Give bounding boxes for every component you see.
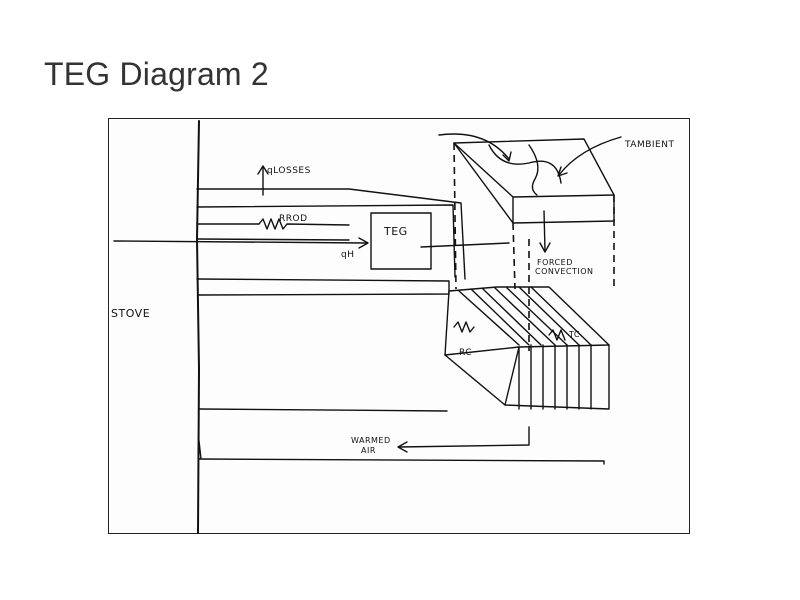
label-air: AIR	[361, 446, 376, 455]
ambient-swirl-2	[528, 144, 539, 196]
ambient-inflow-arrowhead	[502, 151, 512, 162]
q-h-arrowhead	[358, 237, 369, 249]
warmed-air-arrow	[398, 426, 530, 448]
label-warmed: WARMED	[351, 436, 391, 445]
t-ambient-pointer-head	[557, 166, 568, 177]
diagram-canvas: qLOSSES RROD TEG qH TAMBIENT FORCED CONV…	[111, 120, 674, 534]
fin-block-top	[444, 286, 610, 356]
ambient-inflow-arrow	[438, 133, 510, 160]
duct-dash-mid-left	[512, 222, 516, 290]
slide-title: TEG Diagram 2	[44, 56, 269, 92]
rail-bottom	[198, 440, 605, 465]
label-forced: FORCED	[537, 258, 573, 267]
r-c-resistor	[453, 321, 475, 333]
t-c-resistor	[548, 329, 566, 341]
label-t-ambient: TAMBIENT	[624, 140, 674, 150]
label-q-losses: qLOSSES	[267, 166, 311, 176]
ambient-block-side	[453, 142, 514, 224]
rod-resistor	[258, 218, 350, 230]
fin-block-bottom	[504, 344, 610, 410]
fin-block-left-face	[444, 346, 520, 406]
rod-housing-top	[196, 188, 466, 280]
ambient-block-top	[453, 138, 615, 198]
teg-box	[370, 212, 432, 270]
label-stove: STOVE	[111, 307, 150, 320]
teg-sketch-diagram: qLOSSES RROD TEG qH TAMBIENT FORCED CONV…	[108, 118, 690, 534]
stove-wall	[195, 120, 201, 534]
rail-upper	[196, 278, 450, 296]
warmed-air-arrowhead	[397, 441, 408, 453]
ambient-swirl-1	[488, 144, 562, 184]
q-h-arrow	[113, 240, 368, 244]
fin-lines	[458, 286, 592, 346]
teg-lead	[420, 242, 510, 248]
rod-line-lower	[196, 238, 350, 241]
rod-housing-inner	[196, 204, 456, 278]
label-r-rod: RROD	[279, 214, 308, 224]
fin-fronts	[518, 344, 592, 410]
label-q-h: qH	[341, 250, 354, 260]
label-r-c: RC	[459, 348, 472, 358]
rail-lower	[198, 408, 448, 412]
forced-convection-arrowhead	[539, 242, 551, 253]
t-ambient-pointer	[558, 136, 622, 176]
forced-convection-arrow	[543, 210, 546, 252]
ambient-block-front	[512, 194, 615, 224]
label-t-c: TC	[568, 330, 580, 339]
duct-dash-left	[453, 142, 457, 290]
q-losses-arrowhead	[257, 165, 269, 175]
label-teg: TEG	[383, 225, 408, 238]
label-convection: CONVECTION	[535, 267, 594, 276]
